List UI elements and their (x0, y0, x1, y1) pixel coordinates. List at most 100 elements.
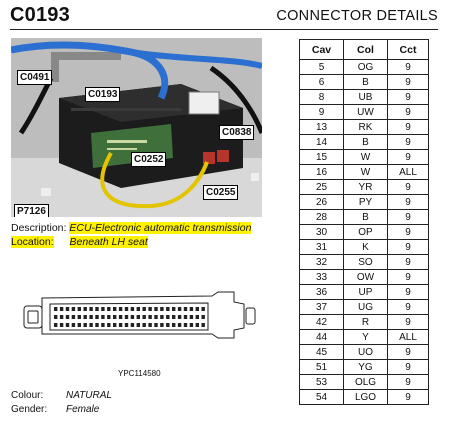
connector-pin (89, 323, 93, 327)
connector-pin (118, 315, 123, 319)
connector-pin (195, 323, 199, 327)
connector-pin (89, 315, 93, 319)
cell-cct: 9 (387, 224, 429, 240)
cell-cav: 25 (299, 179, 344, 195)
cell-cav: 33 (299, 269, 344, 285)
connector-pin (177, 307, 182, 311)
cell-cav: 31 (299, 239, 344, 255)
cell-cct: 9 (387, 374, 429, 390)
connector-pin (160, 323, 164, 327)
cell-cct: 9 (387, 209, 429, 225)
callout-c0491: C0491 (17, 70, 53, 85)
connector-pin (101, 323, 105, 327)
connector-outline (23, 291, 256, 339)
gender-value: Female (66, 404, 100, 415)
cell-col: PY (343, 194, 388, 210)
connector-pin (201, 307, 205, 311)
cell-col: UP (343, 284, 388, 300)
cell-cct: 9 (387, 314, 429, 330)
cell-cct: 9 (387, 119, 429, 135)
connector-pin (130, 323, 135, 327)
cell-col: YR (343, 179, 388, 195)
connector-pin (177, 323, 182, 327)
cell-col: OG (343, 59, 388, 75)
cell-cct: 9 (387, 179, 429, 195)
connector-face-drawing (22, 284, 257, 344)
connector-pin (136, 323, 140, 327)
cell-cct: 9 (387, 284, 429, 300)
connector-pin (160, 315, 164, 319)
description-value: ECU-Electronic automatic transmission (69, 222, 252, 234)
ecu-photo: C0491 C0193 C0838 C0252 C0255 P7126 (11, 38, 262, 217)
cell-cct: ALL (387, 164, 429, 180)
connector-pin (83, 323, 87, 327)
connector-pin (113, 323, 117, 327)
cell-cct: 9 (387, 59, 429, 75)
cell-cav: 6 (299, 74, 344, 90)
header-cav: Cav (299, 39, 344, 60)
cell-col: OLG (343, 374, 388, 390)
cell-cav: 32 (299, 254, 344, 270)
connector-code-heading: C0193 (10, 4, 70, 26)
connector-pin (65, 307, 70, 311)
cell-cav: 36 (299, 284, 344, 300)
cell-cav: 45 (299, 344, 344, 360)
connector-pin (148, 315, 152, 319)
connector-pin (130, 315, 135, 319)
cell-cav: 8 (299, 89, 344, 105)
gender-label: Gender: (11, 404, 48, 415)
connector-pin (59, 323, 64, 327)
connector-pin (124, 323, 129, 327)
cell-cct: 9 (387, 254, 429, 270)
connector-pin (124, 315, 129, 319)
cell-col: Y (343, 329, 388, 345)
location-value: Beneath LH seat (69, 236, 148, 248)
connector-pin (83, 315, 87, 319)
cell-col: OW (343, 269, 388, 285)
connector-pin (201, 323, 205, 327)
cell-cav: 53 (299, 374, 344, 390)
cell-col: SO (343, 254, 388, 270)
connector-pin (124, 307, 129, 311)
colour-label: Colour: (11, 390, 44, 401)
connector-pin (148, 307, 152, 311)
connector-pin (189, 307, 194, 311)
cell-cav: 14 (299, 134, 344, 150)
connector-pin (113, 307, 117, 311)
connector-pin (189, 315, 194, 319)
cell-col: B (343, 134, 388, 150)
connector-pin (101, 307, 105, 311)
connector-pin (118, 307, 123, 311)
cell-cav: 5 (299, 59, 344, 75)
connector-pin (130, 307, 135, 311)
cell-cav: 9 (299, 104, 344, 120)
connector-pin (166, 307, 170, 311)
cell-cav: 26 (299, 194, 344, 210)
connector-pin (77, 323, 81, 327)
header-cct: Cct (387, 39, 429, 60)
location-row: Location: Beneath LH seat (11, 236, 148, 248)
cell-cav: 51 (299, 359, 344, 375)
connector-pin (189, 323, 194, 327)
cell-cct: 9 (387, 344, 429, 360)
callout-p7126: P7126 (14, 204, 49, 217)
connector-pin (160, 307, 164, 311)
connector-pin (71, 323, 76, 327)
connector-pin (107, 315, 111, 319)
cell-cav: 30 (299, 224, 344, 240)
callout-c0252: C0252 (131, 152, 167, 167)
cell-col: UO (343, 344, 388, 360)
